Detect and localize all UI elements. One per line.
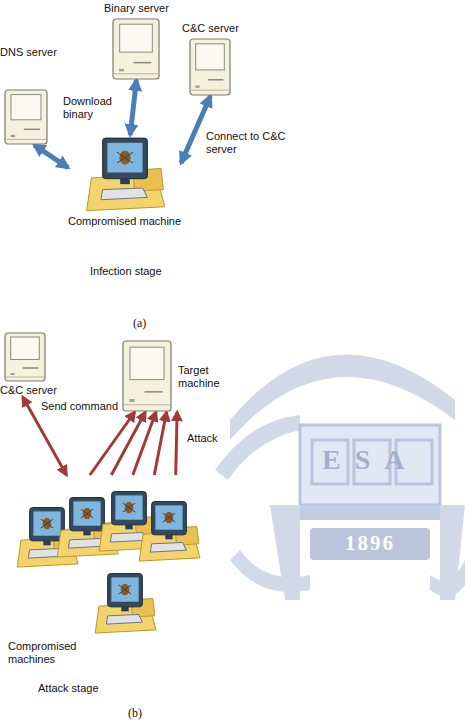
server-node: Binary server [104,2,169,80]
watermark-text: ESA [322,443,418,477]
figure-label: (a) [133,316,146,330]
server-node: C&C server [0,332,57,397]
node-label: Compromised machine [68,215,181,228]
server-node: C&C server [182,22,239,96]
stage-caption: Attack stage [38,682,99,695]
target-machine-node: Target machine [122,340,228,412]
edge-label: Send command [40,400,119,413]
edge-label: Attack [186,432,219,445]
figure-label: (b) [128,706,142,720]
compromised-machines-node: Compromised machines [8,475,203,666]
edge-label: Download binary [62,95,119,121]
node-label: Compromised machines [8,640,103,666]
node-label: C&C server [182,22,239,35]
server-icon [122,340,172,412]
watermark-text: 1896 [345,531,395,556]
attack-arrow [133,412,156,475]
node-label: Target machine [178,364,228,390]
connection-arrow [34,145,68,168]
computer-icon [85,135,165,213]
server-icon [4,89,48,145]
node-label: DNS server [0,46,57,59]
computer-icon [8,475,203,640]
server-icon [189,38,231,96]
university-logo-watermark [215,355,465,600]
node-label: Binary server [104,2,169,15]
connection-arrow [130,80,136,135]
attack-arrow [176,412,177,475]
edge-label: Connect to C&C server [205,130,302,156]
compromised-machine-node: Compromised machine [68,135,181,228]
attack-arrow [111,412,145,475]
stage-caption: Infection stage [90,265,162,278]
server-icon [4,332,46,382]
server-node: DNS server [0,46,57,145]
attack-arrow [154,412,166,475]
server-icon [112,18,160,80]
node-label: C&C server [0,384,57,397]
